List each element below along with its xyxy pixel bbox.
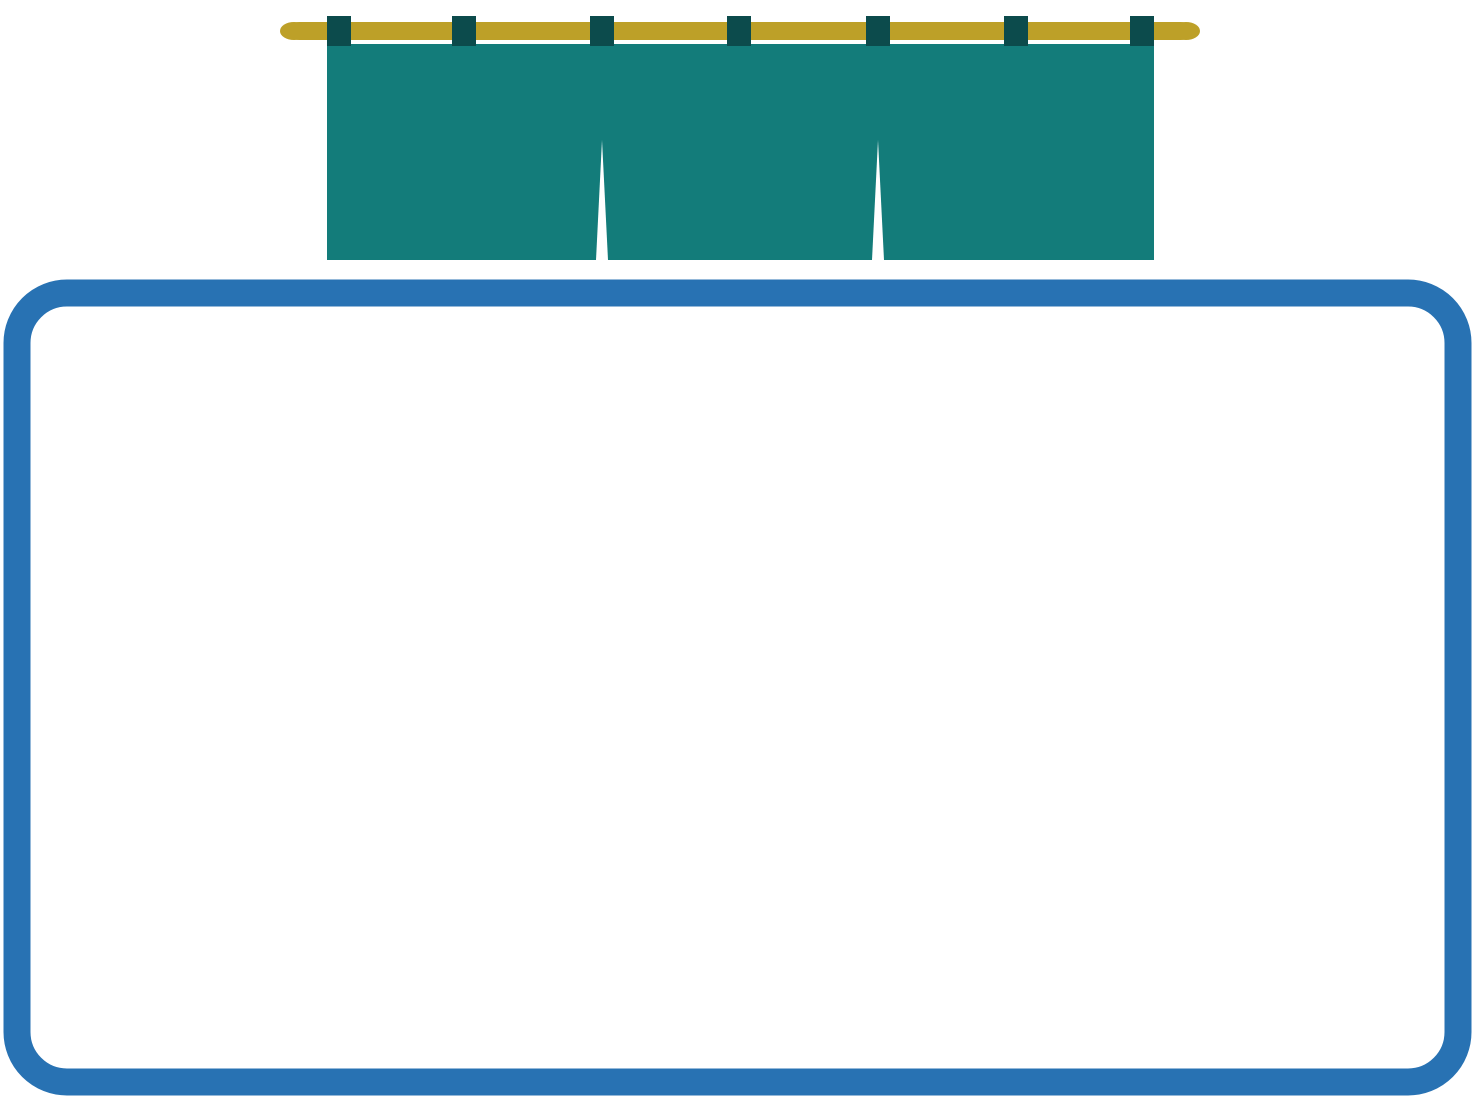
curtain-loop [727,16,751,46]
rod-left-end [280,22,308,40]
curtain-panel-right [878,44,1154,260]
curtain-loop [452,16,476,46]
rod-right-end [1172,22,1200,40]
curtain-loop [590,16,614,46]
curtain-loop [1130,16,1154,46]
curtain-loops [327,16,1154,46]
noren-curtain [327,44,1154,260]
curtain-loop [327,16,351,46]
curtain-panel-middle [602,44,878,260]
sign-frame [3,279,1472,1096]
curtain-loop [1004,16,1028,46]
curtain-loop [866,16,890,46]
curtain-panel-left [327,44,602,260]
